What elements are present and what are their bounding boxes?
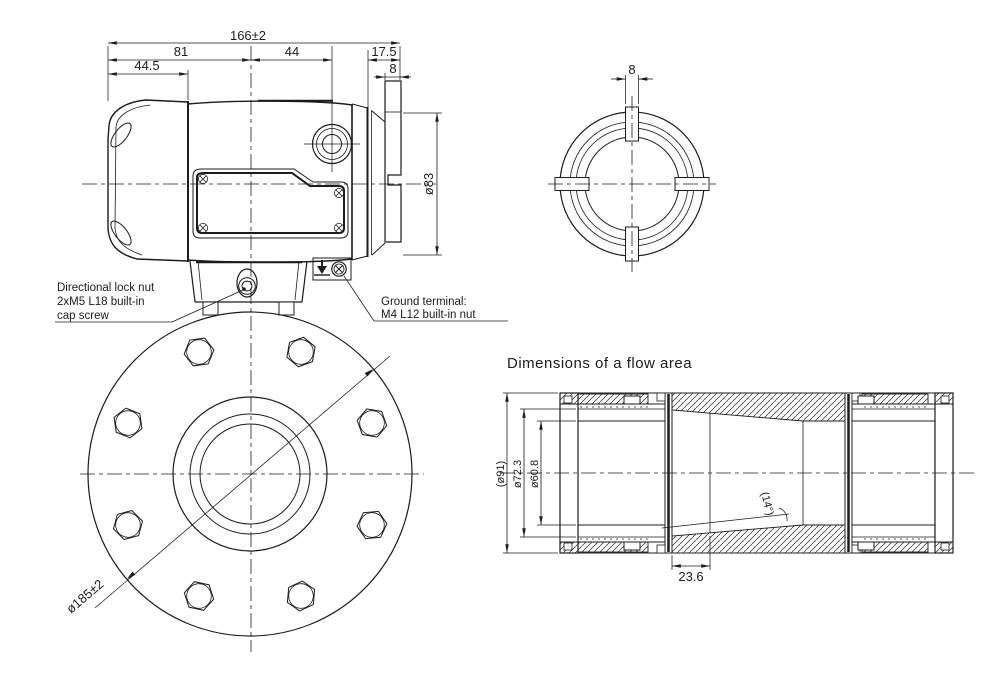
hex-bolt — [356, 510, 388, 540]
top-dimensions: 166±2 81 44 17.5 44.5 8 — [107, 28, 411, 172]
front-cover — [107, 99, 189, 262]
hex-bolt — [183, 337, 215, 367]
ground-symbol-icon — [314, 260, 330, 276]
ground-note-line2: M4 L12 built-in nut — [381, 309, 476, 321]
dim-44-5-label: 44.5 — [134, 58, 159, 73]
venturi-block — [671, 392, 846, 554]
ground-screw — [331, 261, 347, 277]
dim-dia60-label: ø60.8 — [529, 460, 541, 488]
dim-8-label: 8 — [389, 61, 396, 76]
hex-bolt — [112, 509, 144, 541]
tab-width-dimension: 8 — [611, 62, 653, 104]
lock-nut-note: Directional lock nut 2xM5 L18 built-in c… — [55, 282, 246, 323]
lock-nut-note-line1: Directional lock nut — [57, 282, 155, 294]
dim-rear-tab-label: 8 — [628, 62, 635, 77]
housing-body — [187, 99, 353, 264]
dim-17-5-label: 17.5 — [371, 44, 396, 59]
dim-dia91-label: (ø91) — [495, 461, 507, 487]
dim-dia185-label: ø185±2 — [63, 576, 106, 616]
lock-nut-note-line3: cap screw — [57, 310, 109, 322]
neck — [189, 260, 308, 316]
flow-area-view: Dimensions of a flow area — [495, 355, 975, 584]
nameplate-screw — [334, 223, 344, 233]
lock-nut-note-line2: 2xM5 L18 built-in — [57, 296, 145, 308]
hex-bolt — [286, 580, 316, 612]
flow-diameter-dimensions: (ø91) ø72.3 ø60.8 — [495, 392, 576, 554]
rear-cover — [351, 80, 402, 261]
taper-angle-annotation: (14°) — [661, 491, 790, 529]
dim-overall-label: 166±2 — [230, 28, 266, 43]
flange-bolts — [112, 336, 388, 612]
hex-bolt — [356, 408, 388, 438]
flange-view: ø185±2 — [63, 311, 424, 637]
flow-area-title: Dimensions of a flow area — [507, 355, 692, 372]
rear-view: 8 — [548, 62, 716, 272]
throat-length-dimension: 23.6 — [671, 536, 711, 584]
side-view: 166±2 81 44 17.5 44.5 8 — [55, 28, 508, 652]
dim-taper-angle-label: (14°) — [758, 491, 776, 517]
dia185-dimension: ø185±2 — [63, 355, 391, 616]
hex-bolt — [113, 407, 143, 439]
dim-81-label: 81 — [174, 44, 188, 59]
nameplate-screw — [198, 223, 208, 233]
dim-dia72-label: ø72.3 — [512, 460, 524, 488]
hex-bolt — [183, 581, 215, 611]
hex-bolt — [286, 336, 316, 368]
dim-44-label: 44 — [285, 44, 299, 59]
conduit-boss — [311, 123, 353, 165]
dim-23-6-label: 23.6 — [678, 569, 703, 584]
nameplate — [192, 168, 349, 239]
nameplate-screw — [334, 188, 344, 198]
lock-nut — [236, 268, 258, 298]
nameplate-screw — [198, 174, 208, 184]
ground-note-line1: Ground terminal: — [381, 296, 467, 308]
ground-note: Ground terminal: M4 L12 built-in nut — [343, 275, 508, 322]
ground-terminal — [312, 257, 352, 281]
